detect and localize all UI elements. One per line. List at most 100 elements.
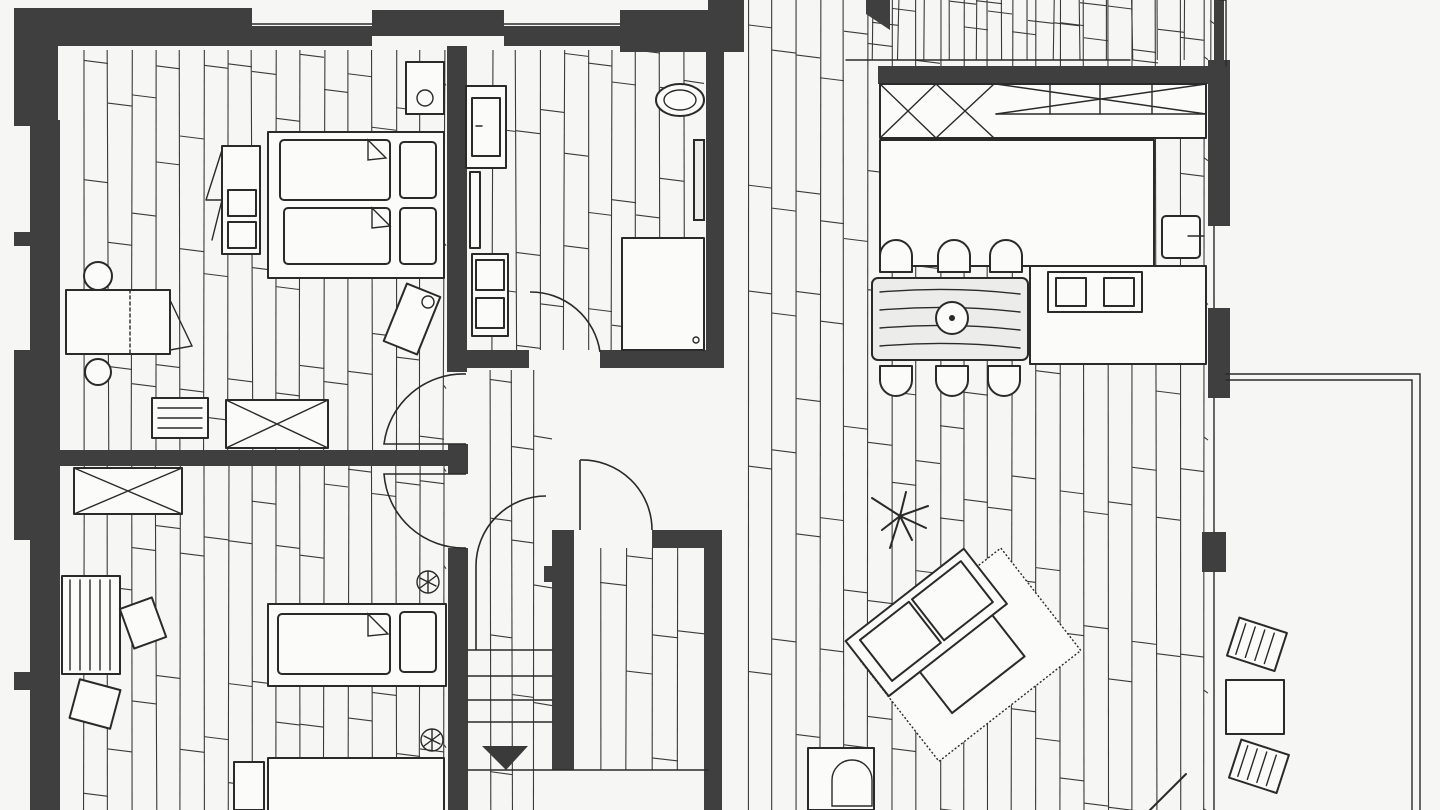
plank-seam bbox=[896, 0, 900, 61]
plank-joint bbox=[563, 152, 589, 157]
interior-wall-bedrooms bbox=[60, 450, 468, 466]
plank-joint bbox=[625, 555, 653, 560]
plank-joint bbox=[843, 30, 869, 35]
deck-chair-2 bbox=[1227, 738, 1290, 795]
interior-wall-lower-bedroom bbox=[448, 548, 468, 810]
plank-joint bbox=[771, 312, 797, 317]
plank-joint bbox=[251, 500, 277, 505]
plank-joint bbox=[203, 273, 229, 278]
plank-joint bbox=[299, 53, 325, 58]
plank-joint bbox=[155, 364, 181, 369]
plank-joint bbox=[179, 388, 205, 393]
exterior-wall-corner bbox=[708, 0, 744, 14]
plank-joint bbox=[131, 383, 157, 388]
plank-joint bbox=[1131, 59, 1159, 64]
plank-joint bbox=[819, 320, 845, 325]
plant-icon bbox=[416, 570, 440, 594]
plank-joint bbox=[1083, 625, 1109, 630]
plank-joint bbox=[275, 117, 301, 122]
plank-joint bbox=[1131, 48, 1157, 53]
dining-chair-6 bbox=[987, 365, 1021, 397]
plank-joint bbox=[771, 207, 797, 212]
plank-joint bbox=[395, 356, 421, 361]
plank-joint bbox=[651, 634, 679, 639]
plank-joint bbox=[203, 536, 229, 541]
plank-joint bbox=[1203, 436, 1209, 441]
plank-seam bbox=[510, 369, 514, 810]
floor-lamp-line bbox=[1149, 773, 1187, 810]
plank-joint bbox=[443, 385, 447, 389]
plank-joint bbox=[563, 52, 589, 57]
wall-wedge-top bbox=[866, 0, 890, 30]
bedroom-top-left bbox=[65, 61, 445, 449]
exterior-wall-top-under-window-a bbox=[252, 26, 372, 46]
plank-joint bbox=[949, 0, 977, 5]
hall-wall-notch bbox=[544, 566, 556, 582]
plank-joint bbox=[511, 539, 535, 544]
exterior-wall-right-b bbox=[1208, 308, 1230, 398]
plank-joint bbox=[1035, 567, 1061, 572]
plank-joint bbox=[533, 584, 553, 589]
plank-joint bbox=[1107, 678, 1133, 683]
plank-joint bbox=[891, 481, 917, 486]
exterior-wall-top-under-window-b bbox=[504, 26, 620, 46]
exterior-wall-right-a bbox=[1208, 60, 1230, 226]
duvet-fold bbox=[367, 138, 388, 161]
pillow-2 bbox=[399, 207, 437, 265]
single-duvet bbox=[277, 613, 391, 675]
bath-wall-bottom-left bbox=[467, 350, 529, 368]
plank-joint bbox=[227, 63, 253, 68]
toilet-icon bbox=[655, 83, 705, 117]
plank-joint bbox=[1059, 490, 1085, 495]
plank-joint bbox=[539, 303, 565, 308]
exterior-wall-right-top bbox=[1214, 0, 1224, 66]
living-kitchen-dining bbox=[807, 83, 1207, 810]
armchair-seat bbox=[831, 759, 873, 807]
plank-joint bbox=[131, 547, 157, 552]
upper-unit-cross-1 bbox=[879, 83, 995, 139]
desk bbox=[65, 289, 171, 355]
plank-joint bbox=[179, 748, 205, 753]
terrace-outline bbox=[1225, 373, 1421, 810]
towel-rail bbox=[693, 139, 705, 221]
plank-seam bbox=[489, 369, 492, 810]
plank-joint bbox=[795, 290, 821, 296]
plank-seam bbox=[1078, 0, 1081, 61]
bedside-tray bbox=[382, 282, 442, 356]
plank-joint bbox=[819, 517, 845, 522]
dining-chair-1 bbox=[879, 239, 913, 273]
kitchen-upper-units bbox=[879, 83, 1207, 139]
plank-joint bbox=[155, 65, 181, 70]
plank-joint bbox=[323, 381, 349, 386]
duvet-right bbox=[283, 207, 391, 265]
shelf bbox=[469, 171, 481, 249]
terrace-top-edge bbox=[1219, 0, 1227, 67]
plank-joint bbox=[227, 540, 253, 545]
bathroom bbox=[465, 83, 705, 351]
plank-joint bbox=[1053, 22, 1081, 27]
plank-joint bbox=[587, 211, 613, 216]
plank-joint bbox=[819, 648, 845, 653]
plank-joint bbox=[915, 59, 941, 64]
bedroom-bottom-left bbox=[61, 467, 447, 810]
wall-stub-b bbox=[14, 672, 30, 690]
exterior-wall-top-b bbox=[372, 10, 504, 36]
shower-drain bbox=[692, 336, 700, 344]
plank-joint bbox=[131, 212, 157, 217]
shower-tray bbox=[621, 237, 705, 351]
plank-seam bbox=[1131, 0, 1134, 61]
plank-joint bbox=[795, 533, 821, 538]
plank-joint bbox=[1107, 501, 1133, 506]
plank-joint bbox=[419, 435, 445, 440]
plank-joint bbox=[1203, 157, 1209, 162]
plank-seam bbox=[842, 0, 845, 810]
plank-joint bbox=[1131, 640, 1157, 645]
door-bedroom-top bbox=[383, 373, 467, 445]
plank-joint bbox=[867, 441, 893, 446]
centerpiece-dot bbox=[949, 315, 955, 321]
windows bbox=[251, 23, 1215, 810]
plank-joint bbox=[1203, 56, 1209, 61]
terrace bbox=[1219, 0, 1421, 810]
plank-joint bbox=[795, 397, 821, 403]
